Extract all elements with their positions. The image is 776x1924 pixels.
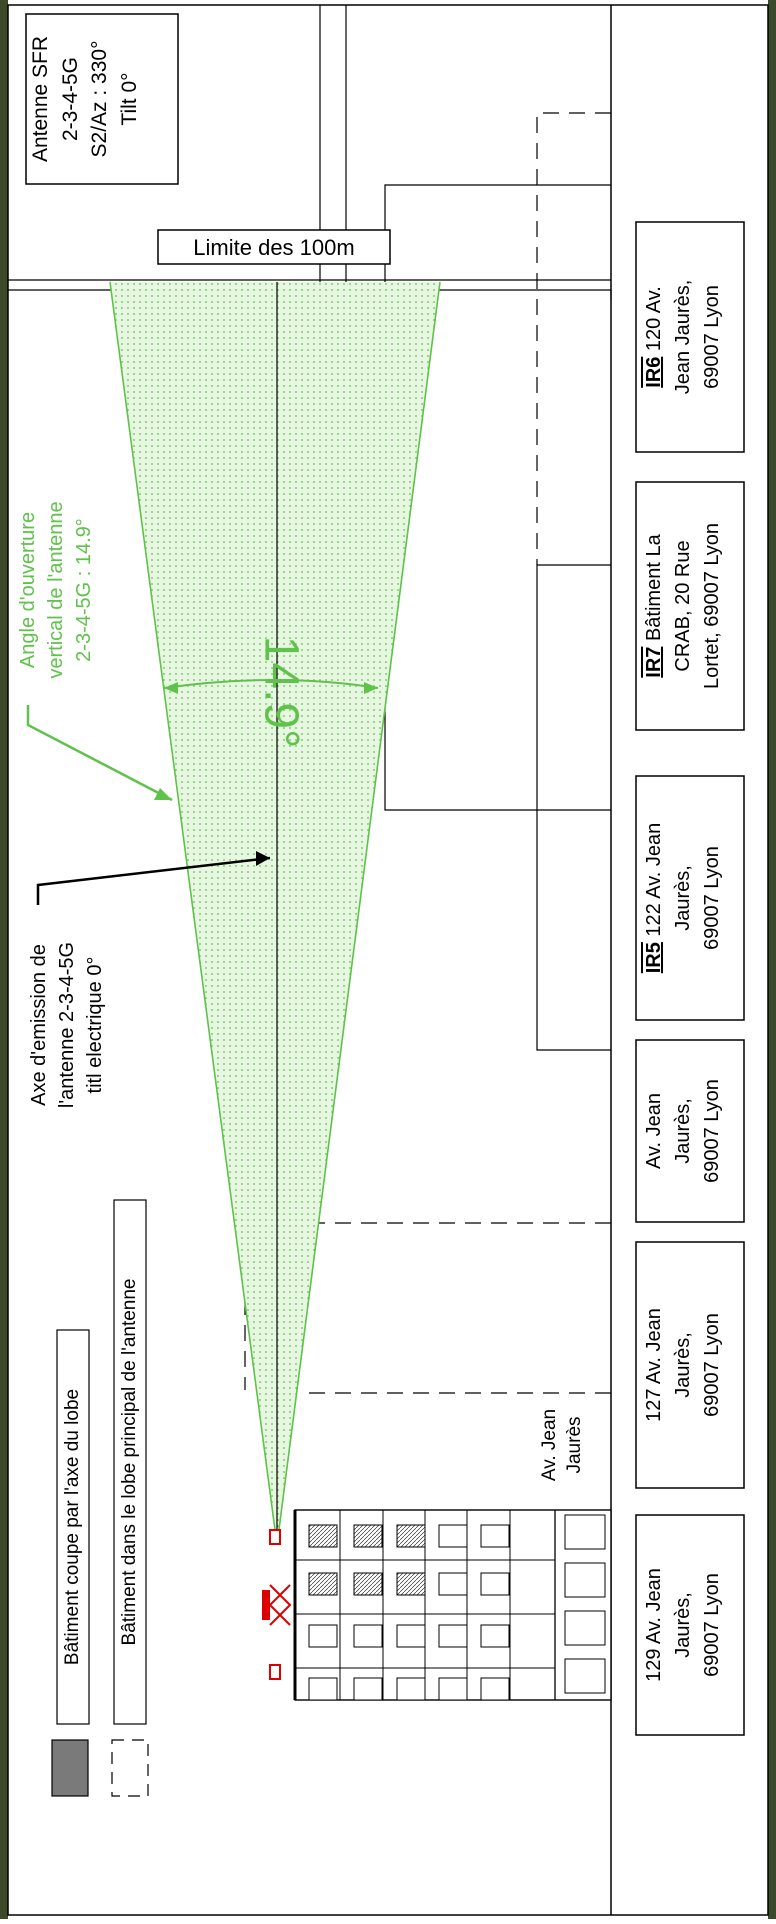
axis-annotation-1: Axe d'emission de <box>28 944 50 1106</box>
address-line: 69007 Lyon <box>701 846 723 950</box>
window <box>308 1524 338 1548</box>
antenna-mount-2 <box>269 1664 281 1680</box>
address-line: Jaurès, <box>672 1332 694 1398</box>
aperture-leader <box>26 705 173 802</box>
antenna-mount-1 <box>269 1529 281 1545</box>
antenna-equipment <box>262 1529 292 1680</box>
antenna-mast <box>268 1584 292 1626</box>
limit-label-box <box>157 229 391 265</box>
window <box>396 1572 426 1596</box>
address-box-bavj: Av. Jean Jaurès, 69007 Lyon <box>635 1039 745 1223</box>
window <box>438 1572 468 1596</box>
ground-floor-door <box>564 1562 606 1598</box>
window <box>353 1524 383 1548</box>
aperture-leader-arrow <box>154 788 172 800</box>
window <box>396 1524 426 1548</box>
address-line: IR5 122 Av. Jean <box>643 823 665 973</box>
legend-lobe-label-box <box>113 1199 147 1725</box>
dashed-outline-120 <box>536 112 611 565</box>
window <box>438 1677 468 1701</box>
ground-floor-door <box>564 1610 606 1646</box>
address-line: 127 Av. Jean <box>643 1308 665 1422</box>
address-line: CRAB, 20 Rue <box>672 540 694 671</box>
address-line: Jaurès, <box>672 1098 694 1164</box>
window <box>353 1624 383 1648</box>
window <box>480 1572 510 1596</box>
window <box>438 1524 468 1548</box>
window <box>396 1677 426 1701</box>
address-line: Jean Jaurès, <box>672 280 694 395</box>
limit-label: Limite des 100m <box>193 235 354 260</box>
legend-cut-swatch <box>51 1739 89 1797</box>
address-line: Jaurès, <box>672 1592 694 1658</box>
window <box>480 1677 510 1701</box>
legend-cut-label-box <box>56 1329 90 1725</box>
antenna-unit <box>262 1590 270 1620</box>
lobe-area <box>110 282 440 1545</box>
address-box-b127: 127 Av. Jean Jaurès, 69007 Lyon <box>635 1241 745 1489</box>
address-line: IR7 Bâtiment La <box>643 533 665 677</box>
antenna-line-3: S2/Az : 330° <box>88 41 111 158</box>
lobe-edge-right <box>276 281 441 1546</box>
angle-arrow-right <box>364 682 378 694</box>
axis-leader-arrow <box>256 851 270 866</box>
ground-floor-door <box>564 1514 606 1550</box>
address-box-bcrab: IR7 Bâtiment La CRAB, 20 Rue Lortet, 69007… <box>635 481 745 731</box>
legend-lobe-swatch <box>111 1739 149 1797</box>
street-label-1: Av. Jean <box>539 1409 560 1481</box>
address-line: Lortet, 69007 Lyon <box>701 523 723 689</box>
host-building-windows <box>308 1514 606 1701</box>
address-line: 69007 Lyon <box>701 285 723 389</box>
address-line: IR6 120 Av. <box>643 286 665 388</box>
axis-leader <box>36 856 271 905</box>
street-label-2: Jaurès <box>564 1416 585 1473</box>
building-outline-crab <box>384 184 611 811</box>
photo-strip-left <box>0 0 8 1919</box>
photo-strip-right <box>768 0 776 1919</box>
angle-label: 14.9° <box>254 636 307 749</box>
legend-lobe-label: Bâtiment dans le lobe principal de l'ant… <box>119 1279 140 1646</box>
window <box>480 1524 510 1548</box>
address-box-b129: 129 Av. Jean Jaurès, 69007 Lyon <box>635 1514 745 1736</box>
address-line: 69007 Lyon <box>701 1313 723 1417</box>
window <box>353 1572 383 1596</box>
address-line: 69007 Lyon <box>701 1079 723 1183</box>
antenna-info-box <box>25 13 179 185</box>
antenna-line-2: 2-3-4-5G <box>59 57 82 141</box>
window <box>308 1572 338 1596</box>
address-line: 129 Av. Jean <box>643 1568 665 1682</box>
window <box>308 1624 338 1648</box>
address-line: Av. Jean <box>643 1093 665 1169</box>
address-line: Jaurès, <box>672 865 694 931</box>
page-frame <box>7 4 769 1916</box>
legend-cut-label: Bâtiment coupe par l'axe du lobe <box>62 1389 83 1665</box>
aperture-annotation-3: 2-3-4-5G : 14.9° <box>73 518 95 662</box>
antenna-line-4: Tilt 0° <box>118 72 141 125</box>
window <box>353 1677 383 1701</box>
address-box-b122: IR5 122 Av. Jean Jaurès, 69007 Lyon <box>635 775 745 1021</box>
axis-annotation-2: l'antenne 2-3-4-5G <box>56 942 78 1108</box>
lobe-edge-left <box>109 281 278 1546</box>
angle-arc <box>163 679 379 689</box>
aperture-annotation-1: Angle d'ouverture <box>17 512 39 668</box>
address-line: 69007 Lyon <box>701 1573 723 1677</box>
angle-arrow-left <box>164 682 178 694</box>
address-box-b120: IR6 120 Av. Jean Jaurès, 69007 Lyon <box>635 221 745 453</box>
window <box>480 1624 510 1648</box>
antenna-line-1: Antenne SFR <box>29 36 52 162</box>
aperture-annotation-2: vertical de l'antenne <box>45 501 67 678</box>
ground-floor-door <box>564 1658 606 1694</box>
window <box>438 1624 468 1648</box>
window <box>396 1624 426 1648</box>
axis-annotation-3: titl electrique 0° <box>84 957 106 1094</box>
window <box>308 1677 338 1701</box>
building-outline-122 <box>536 564 611 1051</box>
